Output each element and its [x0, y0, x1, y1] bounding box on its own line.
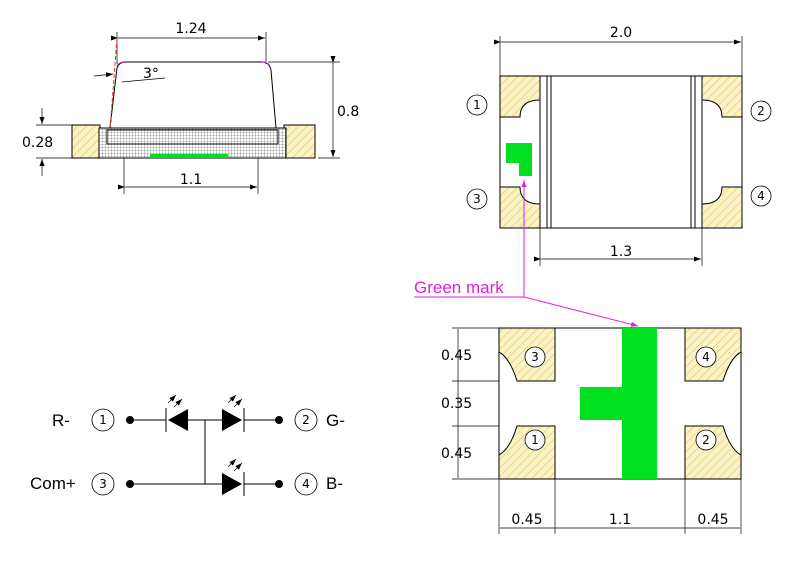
dim-left-0-45-top: 0.45	[441, 348, 472, 364]
label-g-minus: G-	[326, 411, 345, 430]
top-pin-4: 4	[757, 189, 765, 203]
dim-1-1-side: 1.1	[180, 172, 202, 188]
dim-bottom-0-45-right: 0.45	[697, 512, 728, 528]
sch-pin-1: 1	[99, 413, 107, 427]
top-pin-1: 1	[473, 98, 481, 112]
lens-dome	[109, 61, 277, 129]
led-red-symbol	[165, 394, 188, 432]
sch-pin-3: 3	[99, 477, 107, 491]
top-pin-2: 2	[757, 104, 765, 118]
bottom-pad-label-3: 3	[531, 350, 539, 364]
label-com-plus: Com+	[30, 474, 76, 493]
dim-0-28: 0.28	[22, 135, 53, 151]
sch-pin-4: 4	[302, 477, 310, 491]
dim-left-0-45-bottom: 0.45	[441, 446, 472, 462]
side-view: 1.24 3° 0.8 0.28 1.1	[22, 21, 359, 194]
top-view: 2.0 1 2 3 4 1.3 Green mark	[414, 25, 772, 327]
led-green-symbol	[222, 394, 245, 432]
green-chip-side	[150, 154, 228, 158]
pad-left-side	[71, 124, 101, 159]
dim-2-0: 2.0	[610, 25, 632, 41]
pad-right-side	[283, 124, 316, 159]
sch-pin-2: 2	[302, 413, 310, 427]
dim-1-24: 1.24	[175, 21, 206, 37]
top-lens	[539, 75, 703, 229]
dim-bottom-0-45-left: 0.45	[511, 512, 542, 528]
dim-left-0-35: 0.35	[441, 396, 472, 412]
dim-bottom-1-1: 1.1	[609, 512, 631, 528]
schematic: R- Com+ G- B- 1 3 2 4	[30, 394, 345, 496]
label-b-minus: B-	[326, 474, 343, 493]
bottom-pad-label-4: 4	[702, 350, 710, 364]
led-blue-symbol	[222, 458, 245, 496]
bottom-view: 3 4 1 2 0.45 0.35 0.45 0.45 1.1 0.45	[441, 327, 742, 534]
bottom-pad-label-1: 1	[531, 433, 539, 447]
dim-0-8: 0.8	[337, 104, 359, 120]
dim-angle: 3°	[143, 66, 159, 82]
bottom-pad-label-2: 2	[702, 433, 710, 447]
label-r-minus: R-	[52, 411, 70, 430]
green-mark-top	[506, 143, 532, 176]
top-pin-3: 3	[473, 192, 481, 206]
green-mark-label: Green mark	[414, 278, 504, 297]
dim-1-3: 1.3	[610, 244, 632, 260]
green-mark-bottom	[580, 328, 657, 479]
